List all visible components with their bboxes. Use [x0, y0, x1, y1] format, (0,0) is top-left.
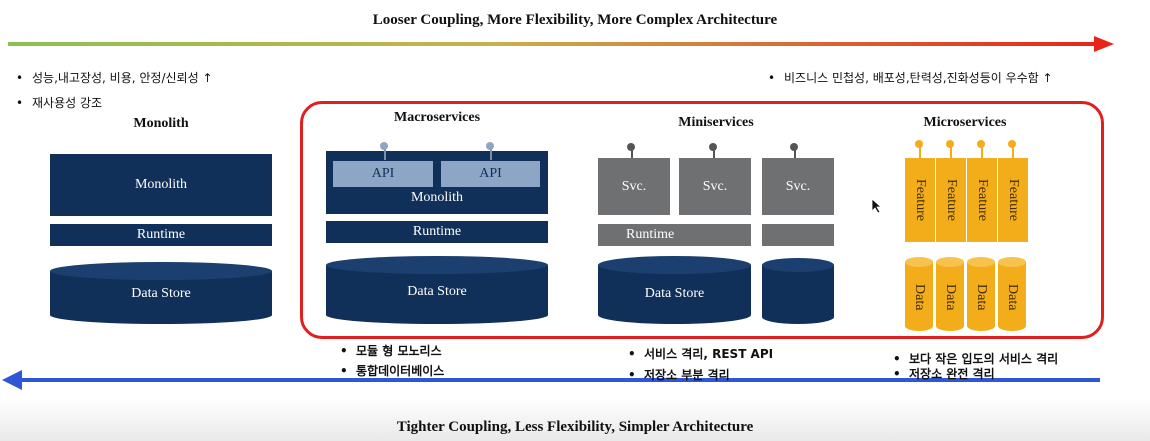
feature-box: Feature	[998, 158, 1028, 242]
right-note: •비즈니스 민첩성, 배포성,탄력성,진화성등이 우수함 ↑	[768, 71, 1053, 85]
feature-box: Feature	[936, 158, 966, 242]
monolith-title: Monolith	[133, 116, 189, 131]
feature-pin-stem	[950, 146, 952, 160]
bottom-arrow-icon	[2, 370, 1100, 390]
svc-pin-icon	[709, 143, 717, 151]
monolith-box: Monolith	[50, 154, 272, 216]
mini-runtime-separate	[762, 224, 834, 246]
bottom-band	[0, 398, 1150, 441]
highlight-frame	[300, 101, 1104, 339]
svc-box: Svc.	[598, 158, 670, 215]
svc-pin-stem	[713, 148, 715, 160]
micro-data-store: Data	[967, 257, 995, 331]
feature-pin-icon	[1008, 140, 1016, 148]
mini-data-store: Data Store	[598, 256, 751, 324]
feature-pin-stem	[919, 146, 921, 160]
feature-box: Feature	[967, 158, 997, 242]
macro-note-2: •통합데이터베이스	[340, 364, 445, 378]
mini-runtime: Runtime	[598, 224, 751, 246]
svc-pin-icon	[790, 143, 798, 151]
feature-pin-stem	[981, 146, 983, 160]
api-box: API	[333, 161, 433, 187]
left-note-1: •성능,내고장성, 비용, 안정/신뢰성 ↑	[16, 71, 213, 85]
mini-data-store-separate	[762, 258, 834, 324]
macro-monolith-label: Monolith	[410, 190, 464, 205]
mini-note-2: •저장소 부분 격리	[628, 368, 730, 382]
feature-box: Feature	[905, 158, 935, 242]
api-pin-icon	[486, 142, 494, 150]
microservices-title: Microservices	[923, 115, 1007, 130]
mouse-cursor-icon	[871, 198, 883, 214]
top-title: Looser Coupling, More Flexibility, More …	[372, 12, 778, 28]
svc-pin-stem	[794, 148, 796, 160]
feature-pin-stem	[1012, 146, 1014, 160]
svc-box: Svc.	[679, 158, 751, 215]
bottom-title: Tighter Coupling, Less Flexibility, Simp…	[396, 419, 754, 435]
api-pin-stem	[490, 146, 492, 160]
macro-runtime: Runtime	[326, 221, 548, 243]
svc-box: Svc.	[762, 158, 834, 215]
micro-note-2: •저장소 완전 격리	[893, 367, 995, 381]
feature-pin-icon	[977, 140, 985, 148]
micro-data-store: Data	[936, 257, 964, 331]
mini-note-1: •서비스 격리, REST API	[628, 347, 774, 361]
monolith-runtime: Runtime	[50, 224, 272, 246]
feature-pin-icon	[946, 140, 954, 148]
micro-note-1: •보다 작은 입도의 서비스 격리	[893, 352, 1059, 366]
monolith-data-store: Data Store	[50, 262, 272, 324]
miniservices-title: Miniservices	[678, 115, 754, 130]
macro-note-1: •모듈 형 모노리스	[340, 344, 442, 358]
macro-data-store: Data Store	[326, 256, 548, 324]
top-arrow-icon	[8, 36, 1114, 52]
micro-data-store: Data	[905, 257, 933, 331]
left-note-2: •재사용성 강조	[16, 96, 103, 110]
svc-pin-icon	[627, 143, 635, 151]
macroservices-title: Macroservices	[393, 110, 481, 125]
feature-pin-icon	[915, 140, 923, 148]
api-box: API	[441, 161, 540, 187]
svc-pin-stem	[631, 148, 633, 160]
api-pin-icon	[380, 142, 388, 150]
micro-data-store: Data	[998, 257, 1026, 331]
api-pin-stem	[384, 146, 386, 160]
